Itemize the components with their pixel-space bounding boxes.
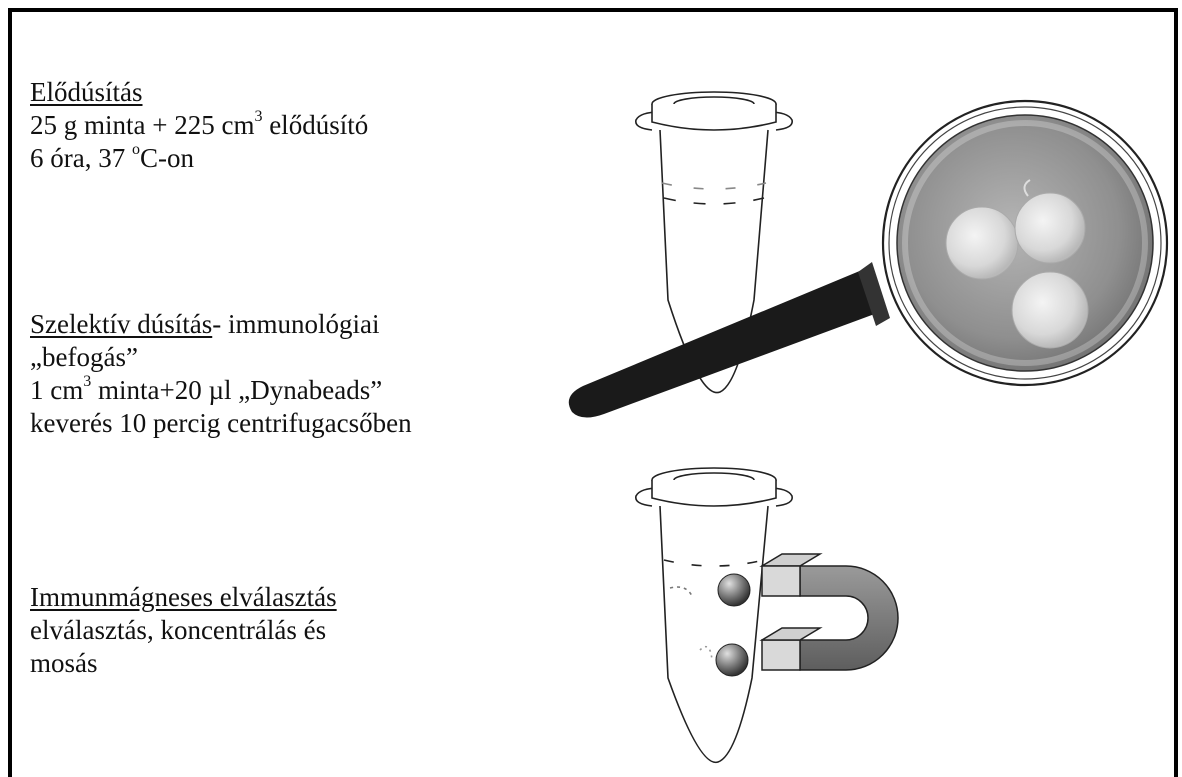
magnifying-glass-icon (569, 101, 1167, 418)
centrifuge-tube-icon (636, 468, 792, 762)
horseshoe-magnet-icon (762, 554, 898, 670)
bead-icon (716, 574, 750, 676)
